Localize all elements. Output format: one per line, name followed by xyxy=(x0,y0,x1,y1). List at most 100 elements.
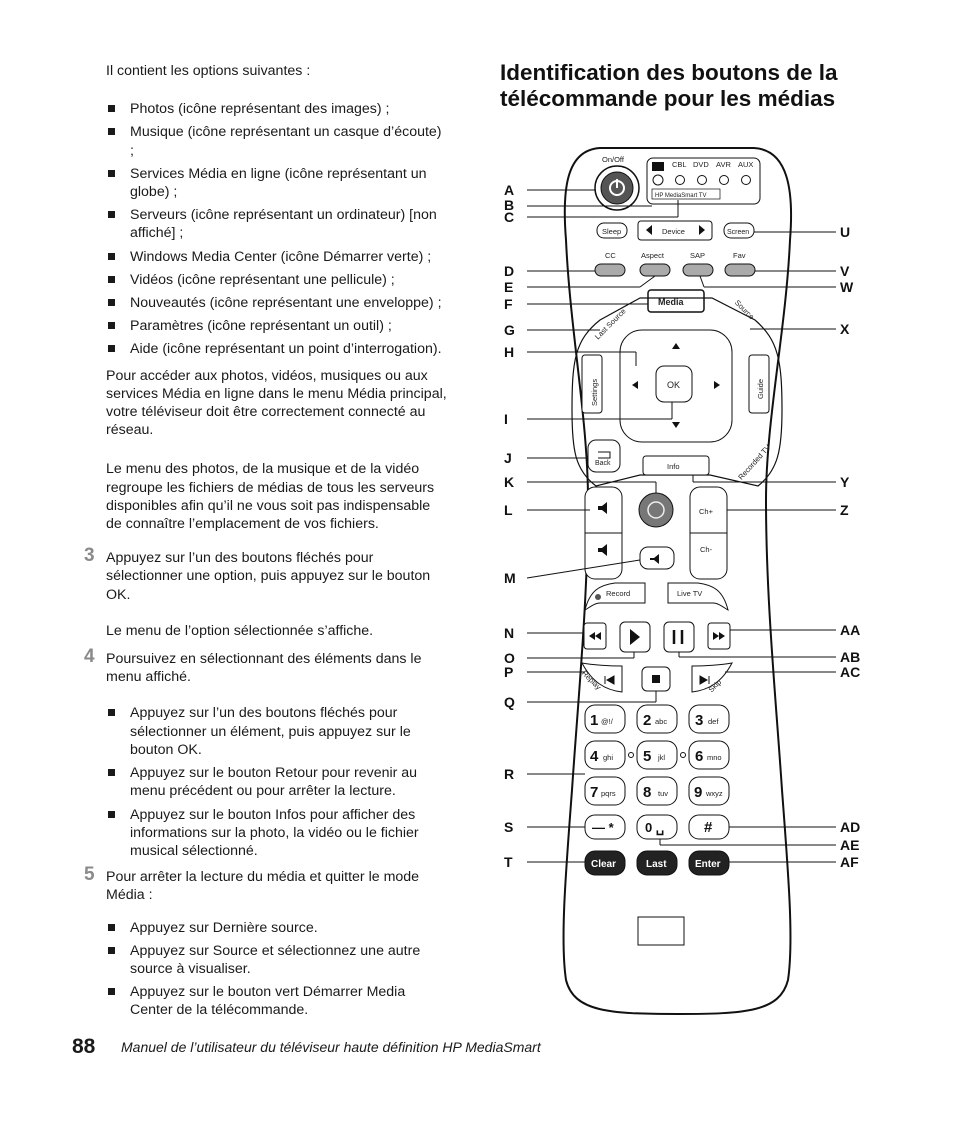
callout-ae: AE xyxy=(840,837,859,853)
clear-label: Clear xyxy=(591,859,616,870)
info-label: Info xyxy=(667,462,680,471)
sap-label: SAP xyxy=(690,251,705,260)
fav-button[interactable] xyxy=(724,263,756,277)
ok-button[interactable] xyxy=(655,365,693,403)
step-number: 5 xyxy=(84,864,95,886)
source-dvd: DVD xyxy=(693,160,709,169)
step-5: 5 Pour arrêter la lecture du média et qu… xyxy=(84,865,448,904)
sap-button[interactable] xyxy=(682,263,714,277)
list-item: Appuyez sur le bouton Retour pour reveni… xyxy=(106,764,448,800)
record-button[interactable] xyxy=(584,582,646,612)
callout-j: J xyxy=(504,450,512,466)
page-number: 88 xyxy=(72,1035,96,1058)
key-2[interactable] xyxy=(636,704,678,734)
key-digit: 6 xyxy=(695,748,703,765)
media-button[interactable] xyxy=(647,289,705,313)
dpad[interactable] xyxy=(619,329,733,443)
sleep-button[interactable] xyxy=(596,222,628,239)
key-1[interactable] xyxy=(584,704,626,734)
device-selector[interactable] xyxy=(637,220,713,241)
guide-button[interactable] xyxy=(748,354,770,414)
tv-icon xyxy=(652,162,664,171)
media-label: Media xyxy=(658,297,685,307)
key-7[interactable] xyxy=(584,776,626,806)
step-note: Le menu de l’option sélectionnée s’affic… xyxy=(106,622,374,639)
key-3[interactable] xyxy=(688,704,730,734)
key-0[interactable] xyxy=(636,814,678,840)
left-arrow-icon[interactable] xyxy=(632,381,638,389)
record-label: Record xyxy=(606,589,630,598)
volume-down-icon[interactable] xyxy=(598,544,607,556)
right-arrow-icon[interactable] xyxy=(714,381,720,389)
step-3: 3 Appuyez sur l’un des boutons fléchés p… xyxy=(84,546,448,604)
fast-forward-icon xyxy=(713,632,725,640)
info-button[interactable] xyxy=(642,455,710,476)
callout-ab: AB xyxy=(840,649,860,665)
step-text: Appuyez sur l’un des boutons fléchés pou… xyxy=(106,550,431,603)
callout-c: C xyxy=(504,209,514,225)
callout-g: G xyxy=(504,322,515,338)
key-digit: 3 xyxy=(695,712,703,729)
dash-star-label: — * xyxy=(592,820,615,835)
list-item: Appuyez sur Dernière source. xyxy=(106,919,448,937)
callout-n: N xyxy=(504,625,514,641)
skip-button[interactable] xyxy=(691,662,733,693)
callout-af: AF xyxy=(840,854,859,870)
down-arrow-icon[interactable] xyxy=(672,422,680,428)
replay-button[interactable] xyxy=(581,662,623,693)
key-6[interactable] xyxy=(688,740,730,770)
callout-w: W xyxy=(840,279,854,295)
callout-m: M xyxy=(504,570,516,586)
back-button[interactable] xyxy=(587,439,621,473)
onoff-label: On/Off xyxy=(602,155,625,164)
list-item: Appuyez sur le bouton Infos pour affiche… xyxy=(106,806,448,861)
footer-title: Manuel de l’utilisateur du téléviseur ha… xyxy=(121,1039,541,1055)
aspect-button[interactable] xyxy=(639,263,671,277)
clear-button[interactable] xyxy=(584,850,626,876)
up-arrow-icon[interactable] xyxy=(672,343,680,349)
callout-ad: AD xyxy=(840,819,860,835)
list-item: Serveurs (icône représentant un ordinate… xyxy=(106,206,448,242)
cc-button[interactable] xyxy=(594,263,626,277)
callout-aa: AA xyxy=(840,622,860,638)
key-digit: 8 xyxy=(643,784,651,801)
last-label: Last xyxy=(646,859,667,870)
back-arrow-icon xyxy=(598,451,611,459)
key-9[interactable] xyxy=(688,776,730,806)
key-letters: abc xyxy=(655,717,667,726)
callout-t: T xyxy=(504,854,513,870)
list-item: Musique (icône représentant un casque d’… xyxy=(106,123,448,159)
key-4[interactable] xyxy=(584,740,626,770)
device-right-arrow-icon[interactable] xyxy=(699,225,705,235)
callout-b: B xyxy=(504,197,514,213)
skip-icon xyxy=(699,675,710,685)
key-8[interactable] xyxy=(636,776,678,806)
step5-list: Appuyez sur Dernière source. Appuyez sur… xyxy=(106,919,448,1020)
ok-label: OK xyxy=(667,380,680,390)
screen-button[interactable] xyxy=(723,222,755,239)
pause-button[interactable] xyxy=(663,621,695,653)
callout-q: Q xyxy=(504,694,515,710)
settings-button[interactable] xyxy=(581,354,603,414)
key-letters: wxyz xyxy=(705,789,723,798)
key-letters: pqrs xyxy=(601,789,616,798)
screen-label: Screen xyxy=(727,229,749,236)
live-tv-button[interactable] xyxy=(667,582,729,612)
mute-icon xyxy=(650,554,659,564)
callout-r: R xyxy=(504,766,514,782)
key-5[interactable] xyxy=(636,740,678,770)
key-digit: 1 xyxy=(590,712,598,729)
sleep-label: Sleep xyxy=(602,227,621,236)
list-item: Paramètres (icône représentant un outil)… xyxy=(106,317,448,335)
device-left-arrow-icon[interactable] xyxy=(646,225,652,235)
last-button[interactable] xyxy=(636,850,678,876)
key-digit: 2 xyxy=(643,712,651,729)
enter-button[interactable] xyxy=(688,850,730,876)
start-button[interactable] xyxy=(638,492,674,528)
remote-body xyxy=(562,147,793,1016)
section-heading: Identification des boutons de la télécom… xyxy=(500,60,838,111)
volume-up-icon[interactable] xyxy=(598,502,607,514)
key-dot xyxy=(628,752,634,758)
list-item: Windows Media Center (icône Démarrer ver… xyxy=(106,248,448,266)
aspect-label: Aspect xyxy=(641,251,665,260)
